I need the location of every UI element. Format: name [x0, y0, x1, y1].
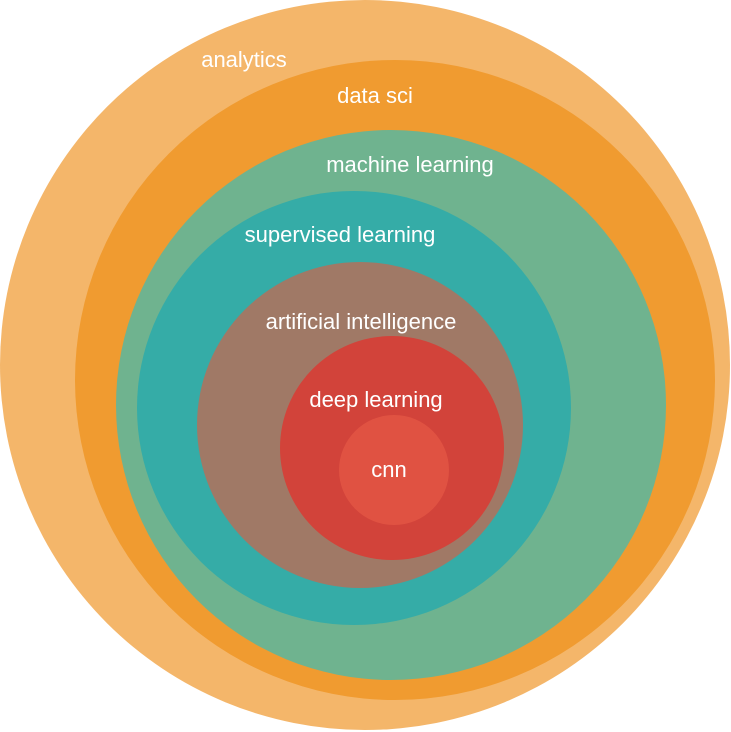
ring-cnn-label: cnn [371, 457, 406, 482]
ring-artificial-intelligence-label: artificial intelligence [266, 309, 457, 334]
ring-supervised-learning-label: supervised learning [245, 222, 436, 247]
ring-data-sci-label: data sci [337, 83, 413, 108]
ring-deep-learning-label: deep learning [309, 387, 442, 412]
ring-cnn [339, 415, 449, 525]
ring-machine-learning-label: machine learning [326, 152, 494, 177]
ring-analytics-label: analytics [201, 47, 287, 72]
